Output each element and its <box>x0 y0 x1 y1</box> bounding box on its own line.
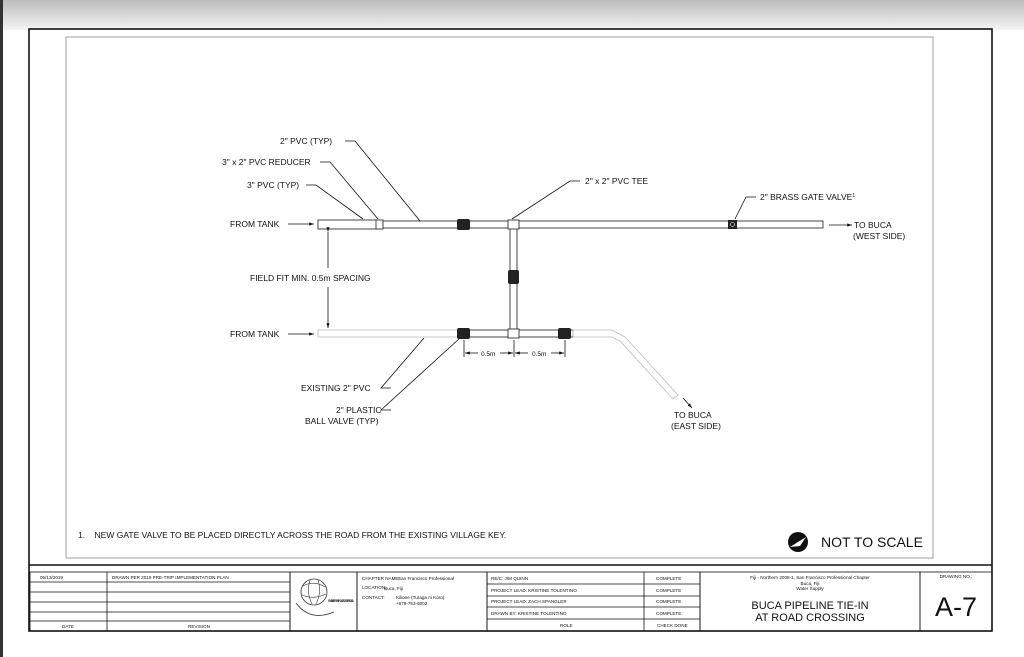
drawing-no-label: DRAWING NO.: <box>940 574 973 579</box>
leader-lines <box>288 140 852 411</box>
ball-valve-icon <box>457 219 470 230</box>
contact-label: CONTACT: <box>362 595 385 600</box>
pvc-reducer <box>375 219 384 230</box>
pvc-tee-top <box>507 219 520 230</box>
role-header: ROLE <box>560 623 573 628</box>
dimension-left: 0.5m <box>481 351 495 358</box>
gate-valve-icon <box>728 220 737 229</box>
existing-pvc <box>317 329 459 338</box>
project-line-1: Fiji - Northern 2008-1, San Francisco Pr… <box>750 575 870 580</box>
dimension-right: 0.5m <box>532 351 546 358</box>
ball-valve-icon <box>457 328 470 339</box>
role-row: DRAWN BY: KRISTINE TOLENTINO <box>491 611 567 616</box>
check-row: COMPLETE <box>656 588 681 593</box>
check-row: COMPLETE <box>656 611 681 616</box>
check-header: CHECK DONE <box>657 623 688 628</box>
pipe-2in-west <box>382 220 824 229</box>
label-field-fit: FIELD FIT MIN. 0.5m SPACING <box>250 273 371 283</box>
label-ball-valve: 2" PLASTIC <box>336 405 382 415</box>
role-row: RE/C: JIM QUINN <box>491 576 528 581</box>
viewer-left-edge <box>0 0 3 657</box>
north-arrow-icon <box>788 532 808 552</box>
ball-valve-icon <box>508 270 519 284</box>
project-line-3: Water Supply <box>796 586 824 591</box>
label-existing-pvc: EXISTING 2" PVC <box>301 383 371 393</box>
revision-date: 05/13/2019 <box>40 575 63 580</box>
general-note: 1. NEW GATE VALVE TO BE PLACED DIRECTLY … <box>78 530 506 540</box>
ball-valve-icon <box>558 328 571 339</box>
ball-valve-icons <box>457 219 571 339</box>
label-east-side: (EAST SIDE) <box>671 421 721 431</box>
label-gate-valve: 2" BRASS GATE VALVE1 <box>760 192 855 202</box>
label-west-side: (WEST SIDE) <box>853 231 905 241</box>
label-to-buca-west: TO BUCA <box>854 220 892 230</box>
check-row: COMPLETE <box>656 599 681 604</box>
contact-name: Kilione (Turaga ni Koro) <box>396 595 445 600</box>
chapter-label: CHAPTER NAME: <box>362 576 400 581</box>
pipe-network <box>317 219 824 400</box>
existing-pvc-east <box>572 329 679 400</box>
label-tee: 2" x 2" PVC TEE <box>585 176 648 186</box>
label-to-buca-east: TO BUCA <box>674 410 712 420</box>
drawing-frame <box>65 36 934 559</box>
not-to-scale: NOT TO SCALE <box>821 534 923 550</box>
chapter-value: San Francisco Professional <box>398 576 454 581</box>
label-ball-valve-typ: BALL VALVE (TYP) <box>305 416 379 426</box>
location-label: LOCATION: <box>362 585 386 590</box>
viewer-top-bar <box>0 0 1024 30</box>
check-row: COMPLETE <box>656 576 681 581</box>
role-row: PROJECT LEAD: KRISTINE TOLENTINO <box>491 588 577 593</box>
logo-text: ENGINEERS WITHOUT BORDERS USA <box>328 599 355 603</box>
label-from-tank-top: FROM TANK <box>230 219 280 229</box>
drawing-number: A-7 <box>935 592 977 622</box>
label-3in-pvc: 3" PVC (TYP) <box>247 180 299 190</box>
label-2in-pvc: 2" PVC (TYP) <box>280 136 332 146</box>
date-header: DATE <box>62 624 74 629</box>
revision-text: DRAWN PER 2019 PRE-TRIP IMPLEMENTATION P… <box>112 575 229 580</box>
pvc-tee-bottom <box>507 328 520 339</box>
project-line-2: Buca, Fiji <box>801 581 820 586</box>
role-row: PROJECT LEAD: ZACH SPANGLER <box>491 599 567 604</box>
contact-phone: +679-753-6002 <box>396 601 428 606</box>
label-from-tank-bottom: FROM TANK <box>230 329 280 339</box>
title-block-grid <box>29 571 993 632</box>
revision-header: REVISION <box>188 624 210 629</box>
ewb-logo: ENGINEERS WITHOUT BORDERS USA <box>295 578 355 616</box>
location-value: Buca, Fiji <box>384 586 403 591</box>
pipe-3in <box>317 219 379 230</box>
label-reducer: 3" x 2" PVC REDUCER <box>222 157 311 167</box>
drawing-title-2: AT ROAD CROSSING <box>755 612 865 624</box>
drawing-title-1: BUCA PIPELINE TIE-IN <box>751 600 868 612</box>
